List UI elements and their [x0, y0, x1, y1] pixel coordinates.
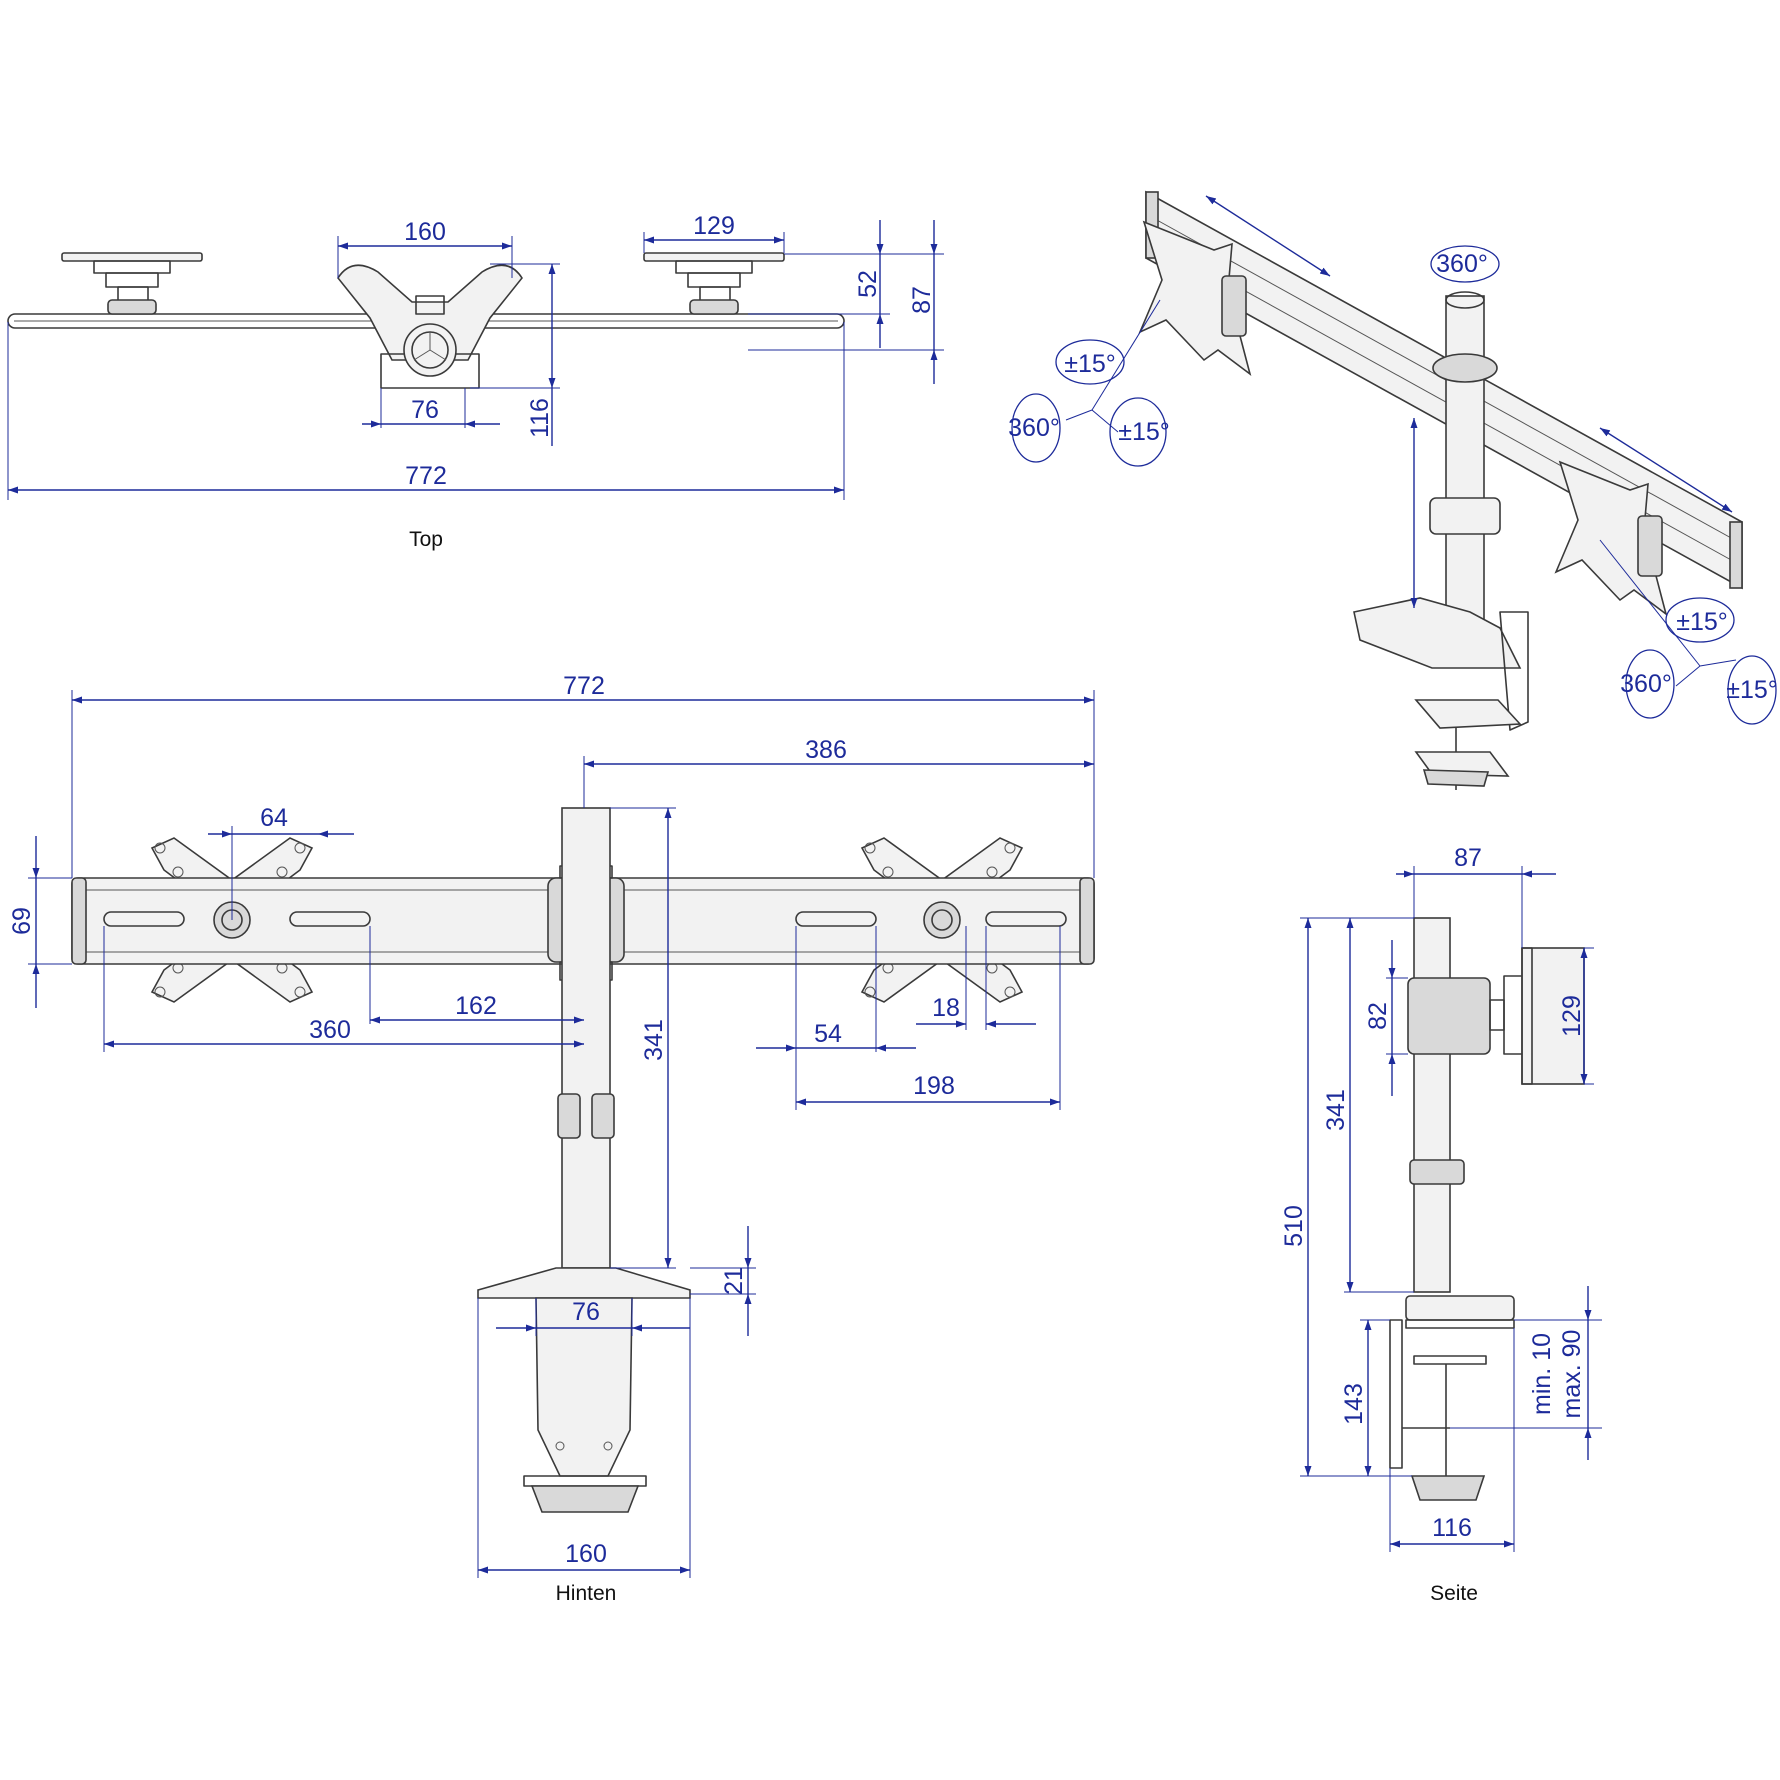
- dim-back-21: 21: [720, 1267, 748, 1295]
- dim-top-87: 87: [908, 286, 936, 314]
- isometric-drawing: [1138, 190, 1743, 790]
- iso-pole: [1445, 295, 1485, 627]
- dim-back-76: 76: [572, 1298, 600, 1326]
- view-label-side: Seite: [1430, 1582, 1478, 1605]
- side-view-drawing: [1389, 917, 1585, 1501]
- dim-side-129: 129: [1558, 995, 1586, 1037]
- dim-back-198: 198: [913, 1072, 955, 1100]
- dim-side-87: 87: [1454, 844, 1482, 872]
- pole-back: [561, 807, 611, 1269]
- dim-top-160: 160: [404, 218, 446, 246]
- dim-top-129: 129: [693, 212, 735, 240]
- vesa-plate-right: [643, 252, 785, 262]
- dim-side-341: 341: [1322, 1089, 1350, 1131]
- dim-back-160: 160: [565, 1540, 607, 1568]
- iso-pole-360: 360°: [1436, 250, 1488, 278]
- top-view-drawing: [7, 252, 845, 389]
- rotation-arrow-pole: [1430, 245, 1500, 283]
- iso-left-swivel: 360°: [1008, 414, 1060, 442]
- vesa-plate-left: [61, 252, 203, 262]
- iso-right-tilt-b: ±15°: [1726, 676, 1778, 704]
- iso-left-tilt-b: ±15°: [1118, 418, 1170, 446]
- dim-top-772: 772: [405, 462, 447, 490]
- back-view: 772 386 64 69 162 360 341 54: [8, 672, 1095, 1605]
- dim-back-386: 386: [805, 736, 847, 764]
- dim-back-162: 162: [455, 992, 497, 1020]
- view-label-back: Hinten: [556, 1582, 617, 1605]
- dim-side-min: min. 10: [1528, 1333, 1556, 1415]
- dim-back-341: 341: [640, 1019, 668, 1061]
- iso-right-tilt-a: ±15°: [1676, 608, 1728, 636]
- center-bracket: [337, 264, 523, 361]
- clamp-side: [1389, 1319, 1403, 1469]
- iso-left-tilt-a: ±15°: [1064, 350, 1116, 378]
- base-back: [477, 1267, 691, 1299]
- dim-top-116: 116: [526, 398, 554, 438]
- top-view: 160 129 52 87 76 116 772 Top: [7, 212, 944, 551]
- iso-right-swivel: 360°: [1620, 670, 1672, 698]
- dim-side-116: 116: [1432, 1514, 1472, 1542]
- dim-back-772: 772: [563, 672, 605, 700]
- dim-back-64: 64: [260, 804, 288, 832]
- dim-top-76: 76: [411, 396, 439, 424]
- dim-side-max: max. 90: [1558, 1330, 1586, 1419]
- dim-side-82: 82: [1364, 1002, 1392, 1030]
- view-label-top: Top: [409, 528, 443, 551]
- knob-right: [923, 901, 961, 939]
- pole-side: [1413, 917, 1451, 1293]
- dim-side-143: 143: [1340, 1383, 1368, 1425]
- base-side: [1405, 1295, 1515, 1321]
- side-view: 87 129 82 341 510 143 min. 10 max. 90 11…: [1280, 844, 1602, 1605]
- iso-base: [1353, 597, 1522, 669]
- dim-back-69: 69: [8, 907, 36, 935]
- isometric-view: 360° ±15° 360° ±15° ±15° 360° ±15°: [1008, 190, 1778, 790]
- dim-top-52: 52: [854, 270, 882, 298]
- back-view-drawing: [71, 807, 1095, 1513]
- dim-back-360: 360: [309, 1016, 351, 1044]
- dim-back-18: 18: [932, 994, 960, 1022]
- dim-back-54: 54: [814, 1020, 842, 1048]
- dim-side-510: 510: [1280, 1205, 1308, 1247]
- collar-side: [1407, 977, 1491, 1055]
